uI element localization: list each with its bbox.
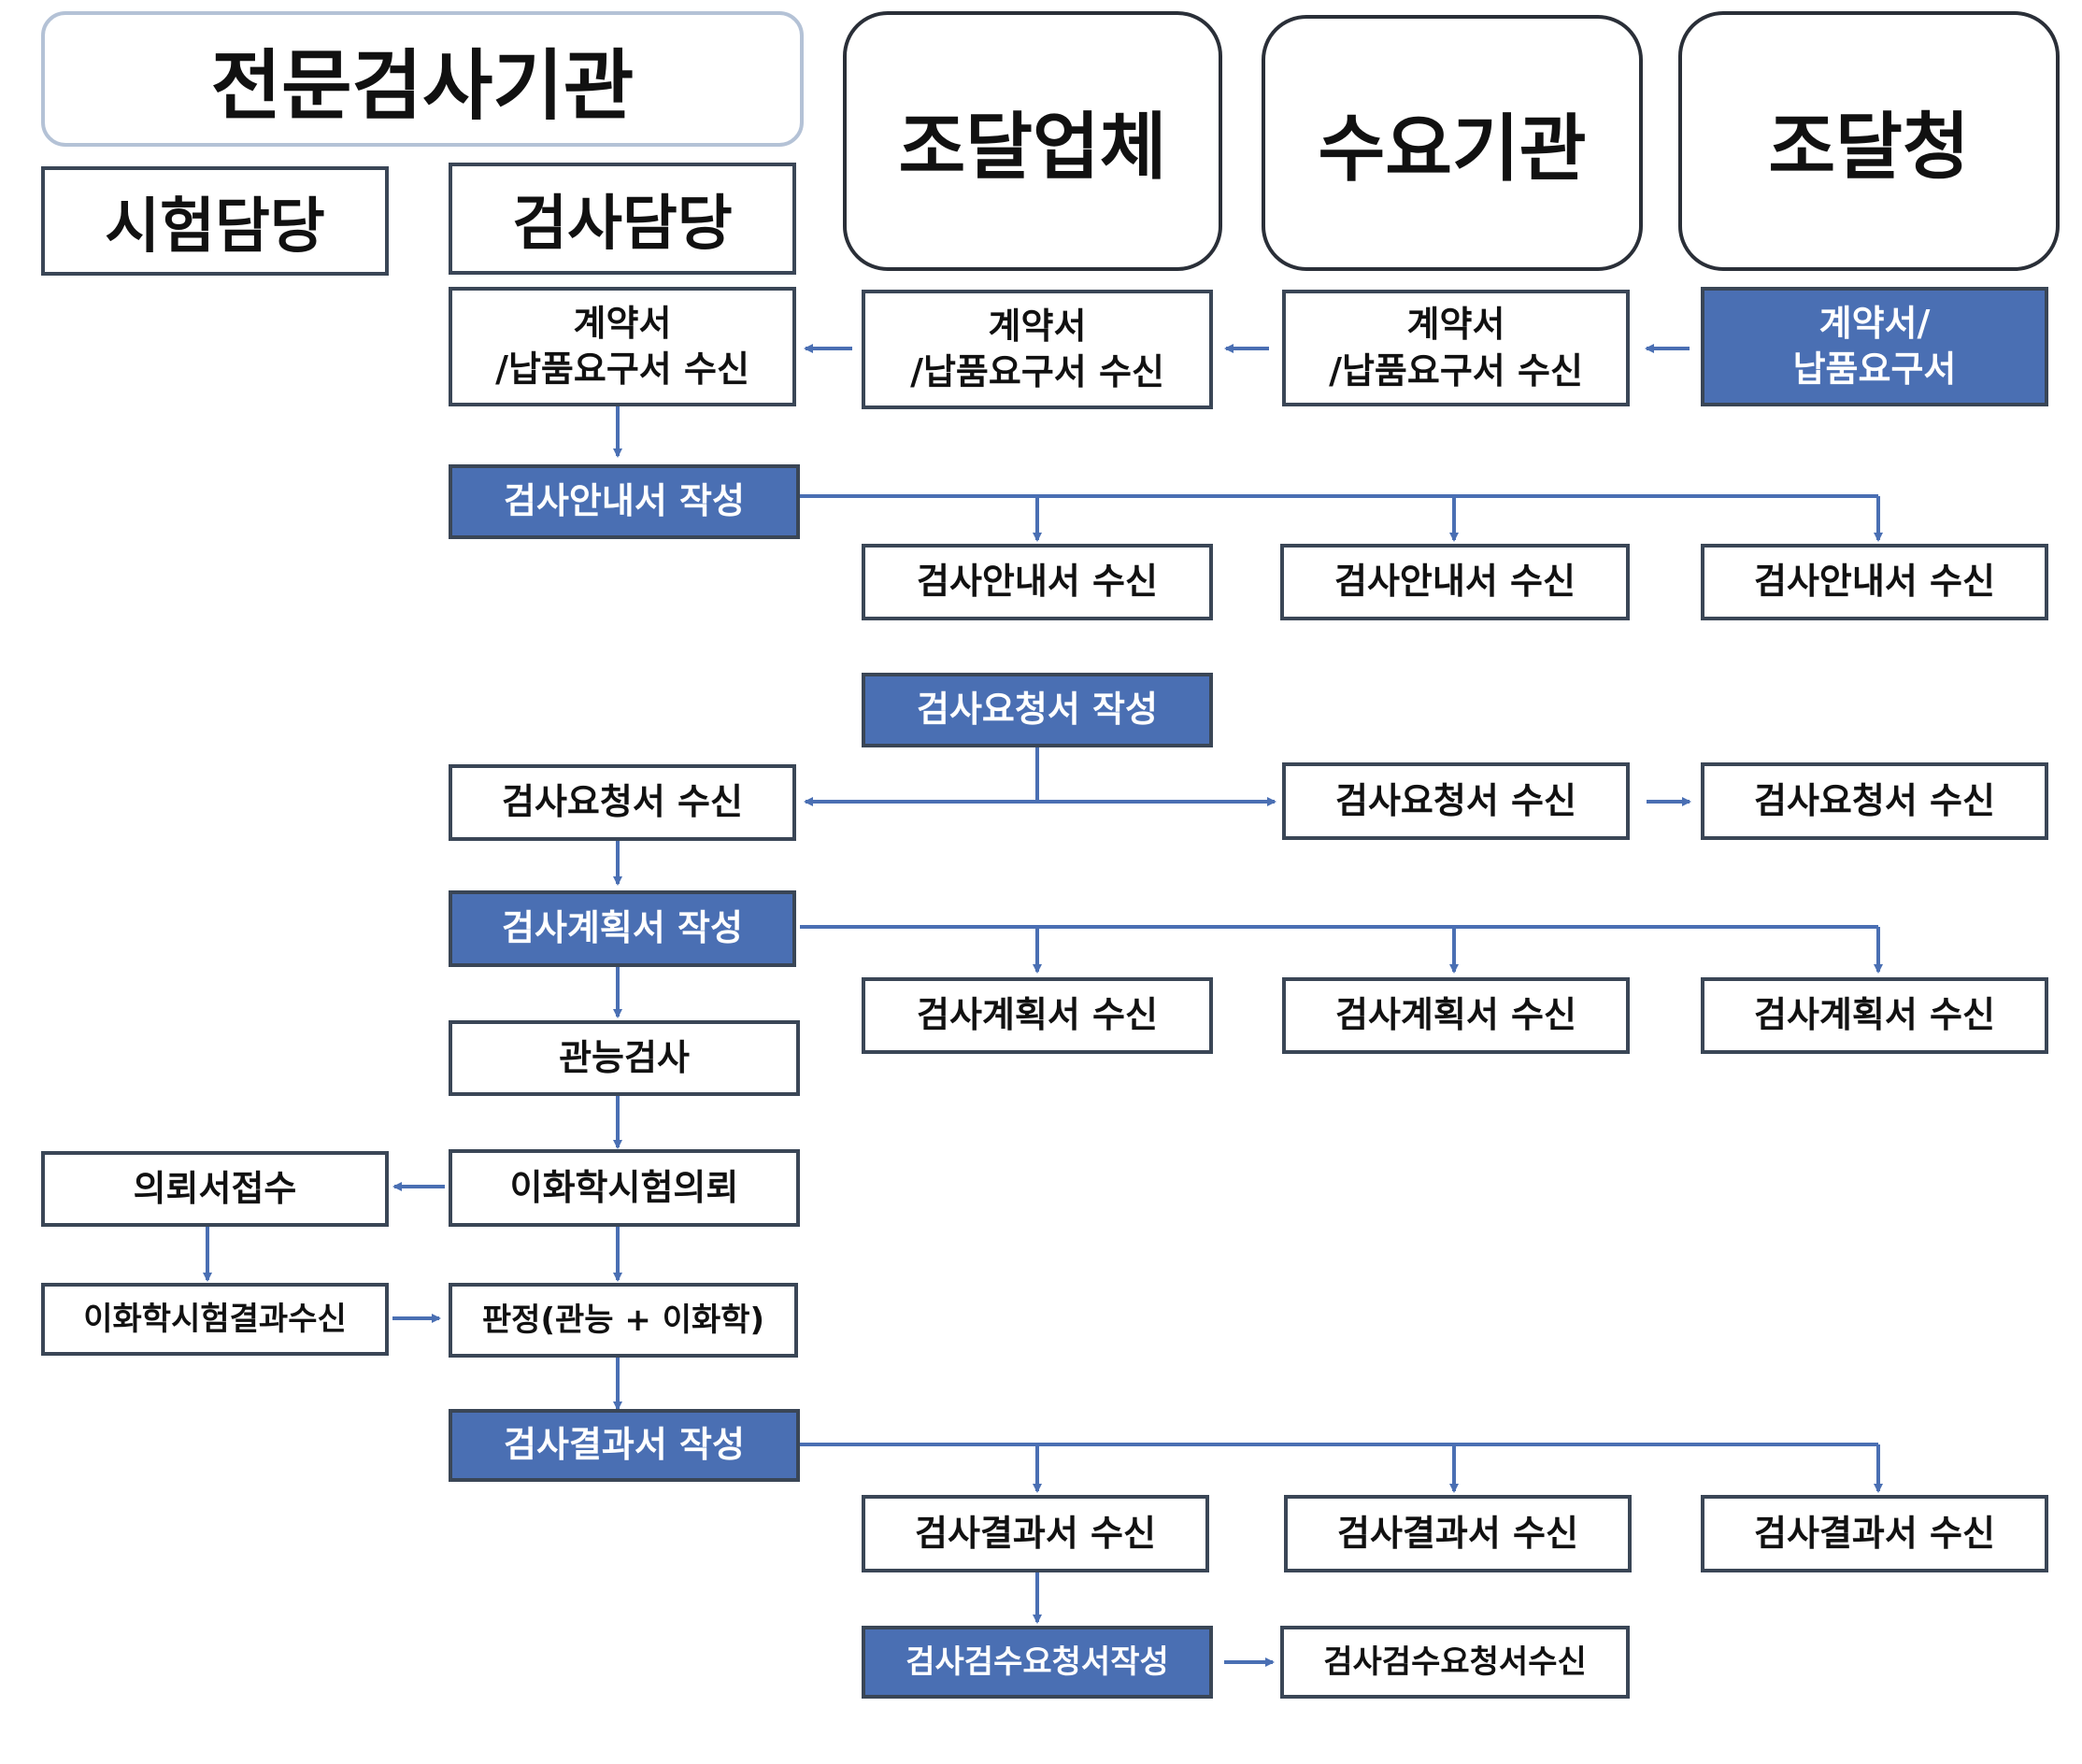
plan-write: 검사계획서 작성 — [449, 890, 796, 967]
contract-receive-supplier: 계약서 /납품요구서 수신 — [862, 290, 1213, 409]
contract-receive-demand: 계약서 /납품요구서 수신 — [1282, 290, 1630, 406]
plan-receive-pps: 검사계획서 수신 — [1701, 977, 2048, 1054]
request-receive-inspect: 검사요청서 수신 — [449, 764, 796, 841]
result-receive-demand: 검사결과서 수신 — [1284, 1495, 1632, 1572]
header-test-dept: 시험담당 — [41, 166, 389, 276]
acceptance-request-write: 검사검수요청서작성 — [862, 1626, 1213, 1699]
plan-receive-demand: 검사계획서 수신 — [1282, 977, 1630, 1054]
guide-receive-pps: 검사안내서 수신 — [1701, 544, 2048, 620]
guide-write: 검사안내서 작성 — [449, 464, 800, 539]
sensory-inspection: 관능검사 — [449, 1020, 800, 1096]
result-receive-supplier: 검사결과서 수신 — [862, 1495, 1209, 1572]
judgement: 판정(관능 + 이화학) — [449, 1283, 798, 1358]
request-accept: 의뢰서접수 — [41, 1151, 389, 1227]
chem-test-request: 이화학시험의뢰 — [449, 1149, 800, 1227]
request-receive-pps: 검사요청서 수신 — [1701, 762, 2048, 840]
request-write: 검사요청서 작성 — [862, 673, 1213, 747]
header-pps: 조달청 — [1678, 11, 2060, 271]
chem-result-receive: 이화학시험결과수신 — [41, 1283, 389, 1356]
acceptance-request-receive: 검사검수요청서수신 — [1280, 1626, 1630, 1699]
header-demand-org: 수요기관 — [1262, 15, 1643, 271]
contract-issue: 계약서/ 납품요구서 — [1701, 287, 2048, 406]
guide-receive-demand: 검사안내서 수신 — [1280, 544, 1630, 620]
header-institution: 전문검사기관 — [41, 11, 804, 147]
header-supplier: 조달업체 — [843, 11, 1222, 271]
plan-receive-supplier: 검사계획서 수신 — [862, 977, 1213, 1054]
header-inspect-dept: 검사담당 — [449, 163, 796, 275]
result-write: 검사결과서 작성 — [449, 1409, 800, 1482]
request-receive-demand: 검사요청서 수신 — [1282, 762, 1630, 840]
guide-receive-supplier: 검사안내서 수신 — [862, 544, 1213, 620]
result-receive-pps: 검사결과서 수신 — [1701, 1495, 2048, 1572]
contract-receive-inspect: 계약서 /납품요구서 수신 — [449, 287, 796, 406]
